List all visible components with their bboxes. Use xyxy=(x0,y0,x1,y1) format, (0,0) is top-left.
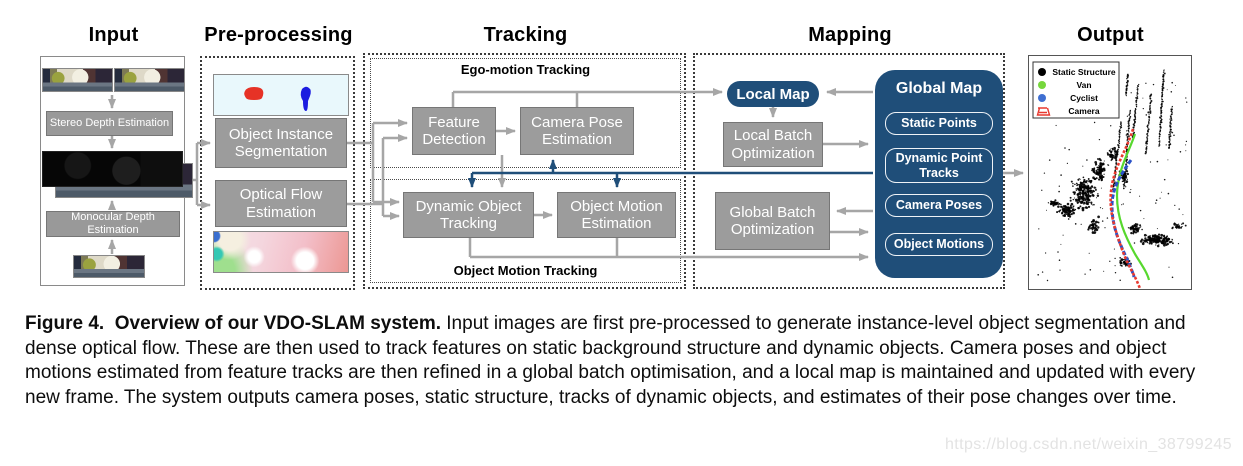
object-instance-segmentation-box: Object Instance Segmentation xyxy=(215,118,347,168)
camera-pose-estimation-box: Camera Pose Estimation xyxy=(520,107,634,155)
global-map-title: Global Map xyxy=(895,80,983,97)
feature-detection-box: Feature Detection xyxy=(412,107,496,155)
caption-title: Overview of our VDO-SLAM system. xyxy=(114,313,441,334)
local-batch-optimization-box: Local Batch Optimization xyxy=(723,122,823,167)
global-map-item-static-points: Static Points xyxy=(885,112,993,135)
legend-label-camera: Camera xyxy=(1068,106,1099,116)
global-map-container: Global Map Static Points Dynamic Point T… xyxy=(875,70,1003,278)
output-map-svg: Static Structure Van Cyclist Camera xyxy=(1032,61,1188,289)
caption-body: Input images are first pre-processed to … xyxy=(25,313,1196,409)
stereo-image-right xyxy=(114,68,185,92)
legend-dot-static xyxy=(1038,68,1046,76)
column-title-output: Output xyxy=(1077,24,1144,46)
legend-label-cyclist: Cyclist xyxy=(1070,93,1098,103)
person-mask-blob xyxy=(300,86,311,111)
camera-trajectory xyxy=(1109,128,1142,289)
depth-image xyxy=(42,151,183,187)
segmentation-blobs xyxy=(244,86,311,111)
caption-figure-label: Figure 4. xyxy=(25,313,105,334)
segmentation-thumb xyxy=(213,74,349,116)
monocular-depth-box: Monocular Depth Estimation xyxy=(46,211,180,237)
global-map-item-dynamic-tracks: Dynamic Point Tracks xyxy=(885,148,993,183)
legend-camera-icon xyxy=(1036,107,1051,116)
global-map-item-object-motions: Object Motions xyxy=(885,233,993,256)
output-map-panel: Static Structure Van Cyclist Camera xyxy=(1028,55,1192,290)
dynamic-object-tracking-box: Dynamic Object Tracking xyxy=(403,192,534,238)
stereo-depth-box: Stereo Depth Estimation xyxy=(46,111,173,136)
column-title-input: Input xyxy=(88,24,139,46)
object-motion-estimation-box: Object Motion Estimation xyxy=(557,192,676,238)
stereo-image-left xyxy=(42,68,113,92)
car-mask-blob xyxy=(244,87,264,100)
optical-flow-estimation-box: Optical Flow Estimation xyxy=(215,180,347,227)
mapping-frame xyxy=(693,53,1005,289)
ego-motion-frame xyxy=(370,58,681,168)
global-batch-optimization-box: Global Batch Optimization xyxy=(715,192,830,250)
local-map-pill: Local Map xyxy=(727,81,819,107)
ego-motion-label: Ego-motion Tracking xyxy=(460,62,591,77)
monocular-image xyxy=(73,255,145,278)
column-title-tracking: Tracking xyxy=(483,24,568,46)
van-trajectory xyxy=(1115,133,1151,281)
legend-dot-van xyxy=(1038,81,1046,89)
watermark-url: https://blog.csdn.net/weixin_38799245 xyxy=(945,436,1232,453)
figure-caption: Figure 4. Overview of our VDO-SLAM syste… xyxy=(25,312,1197,411)
legend-label-static: Static Structure xyxy=(1052,67,1116,77)
object-motion-frame xyxy=(370,179,681,283)
legend-label-van: Van xyxy=(1076,80,1091,90)
legend-dot-cyclist xyxy=(1038,94,1046,102)
object-motion-label: Object Motion Tracking xyxy=(453,263,598,278)
column-title-preprocessing: Pre-processing xyxy=(204,24,353,46)
global-map-item-camera-poses: Camera Poses xyxy=(885,194,993,217)
output-legend: Static Structure Van Cyclist Camera xyxy=(1032,61,1120,119)
optical-flow-thumb xyxy=(213,231,349,273)
column-title-mapping: Mapping xyxy=(808,24,892,46)
